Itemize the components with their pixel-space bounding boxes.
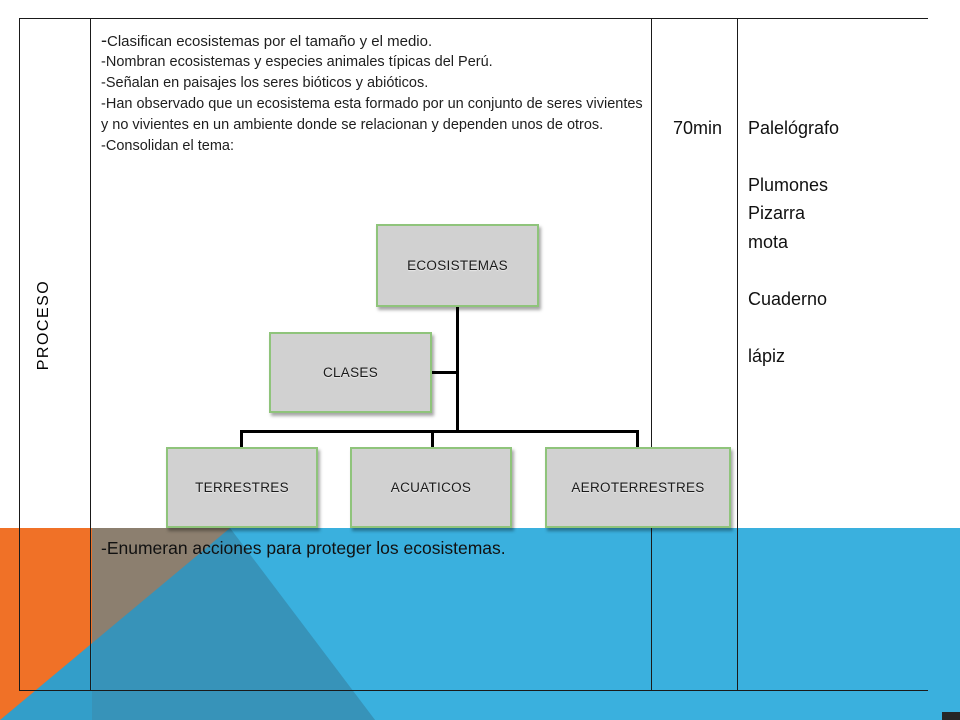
table-divider-1 [90, 18, 91, 691]
diagram-node-child: AEROTERRESTRES [545, 447, 731, 528]
activities-list: -Clasifican ecosistemas por el tamaño y … [101, 30, 646, 157]
table-divider-3 [737, 18, 738, 691]
phase-label: PROCESO [35, 279, 52, 371]
time-value: 70min [672, 118, 723, 138]
table-left-border [19, 18, 20, 691]
connector-child-2 [431, 430, 434, 448]
activity-item: -Señalan en paisajes los seres bióticos … [101, 75, 429, 91]
connector-child-1 [240, 430, 243, 448]
table-bottom-border [19, 690, 928, 691]
diagram-node-child: ACUATICOS [350, 447, 512, 528]
activity-item: -Consolidan el tema: [101, 138, 235, 154]
material-item: Pizarra [748, 203, 806, 223]
material-item: Plumones [748, 175, 829, 195]
connector-child-3 [636, 430, 639, 448]
table-divider-2 [651, 18, 652, 691]
material-item: mota [748, 232, 789, 252]
activity-item: -Han observado que un ecosistema esta fo… [101, 96, 643, 133]
connector-root-trunk [456, 307, 459, 433]
diagram-node-child: TERRESTRES [166, 447, 318, 528]
background-orange-shape [0, 528, 375, 720]
material-item: Palelógrafo [748, 118, 840, 138]
connector-assistant [432, 371, 458, 374]
connector-children-bar [240, 430, 639, 433]
diagram-node-root: ECOSISTEMAS [376, 224, 539, 307]
material-item: Cuaderno [748, 289, 828, 309]
activity-item: -Clasifican ecosistemas por el tamaño y … [101, 30, 433, 50]
activity-item: -Nombran ecosistemas y especies animales… [101, 54, 493, 70]
diagram-node-assistant: CLASES [269, 332, 432, 413]
material-item: lápiz [748, 346, 786, 366]
closing-activity: -Enumeran acciones para proteger los eco… [101, 538, 506, 558]
corner-mark [942, 712, 960, 720]
table-top-border [19, 18, 928, 19]
